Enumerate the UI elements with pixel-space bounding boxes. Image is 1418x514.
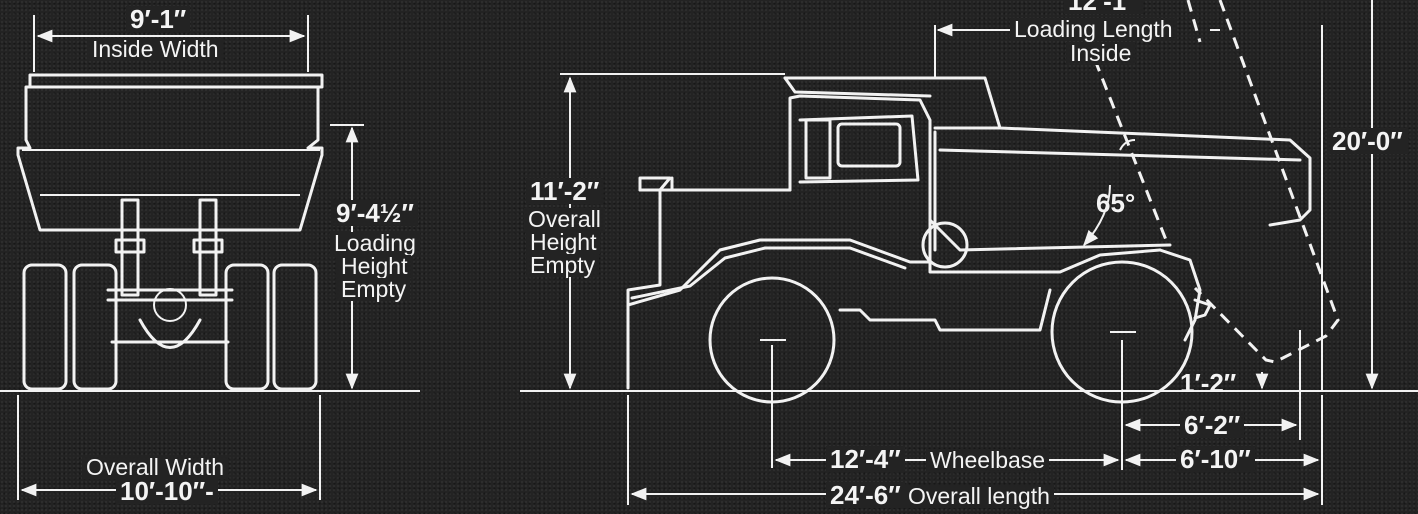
overall-length-value: 24′-6″ bbox=[826, 482, 905, 508]
loading-length-label-1: Loading Length bbox=[1010, 18, 1177, 41]
overall-height-label-3: Empty bbox=[526, 254, 600, 277]
ground-clearance-value: 1′-2″ bbox=[1180, 368, 1237, 398]
front-view-truck bbox=[16, 73, 324, 391]
loading-length-label-2: Inside bbox=[1066, 42, 1136, 65]
wheelbase-value: 12′-4″ bbox=[826, 446, 905, 472]
loading-height-value: 9′-4½″ bbox=[332, 200, 418, 226]
overall-height-value: 11′-2″ bbox=[526, 178, 604, 204]
inside-width-label: Inside Width bbox=[88, 38, 223, 61]
overall-height-label-1: Overall bbox=[524, 208, 605, 231]
rear-overhang-value: 6′-2″ bbox=[1180, 412, 1245, 438]
overall-length-label: Overall length bbox=[904, 485, 1054, 508]
wheelbase-label: Wheelbase bbox=[926, 449, 1050, 472]
loading-height-label-3: Empty bbox=[337, 278, 411, 301]
raised-height-value: 20′-0″ bbox=[1328, 128, 1407, 154]
rear-axle-to-end-value: 6′-10″ bbox=[1176, 446, 1255, 472]
overall-height-label-2: Height bbox=[526, 231, 601, 254]
loading-height-label-2: Height bbox=[337, 255, 412, 278]
inside-width-value: 9′-1″ bbox=[126, 6, 191, 32]
overall-width-label: Overall Width bbox=[82, 456, 229, 479]
side-view-truck bbox=[626, 76, 1312, 404]
loading-length-value: 12′-1″ bbox=[1064, 0, 1143, 14]
dump-angle-value: 65° bbox=[1096, 188, 1136, 218]
loading-height-label-1: Loading bbox=[330, 232, 420, 255]
overall-width-value: 10′-10″- bbox=[116, 478, 218, 504]
